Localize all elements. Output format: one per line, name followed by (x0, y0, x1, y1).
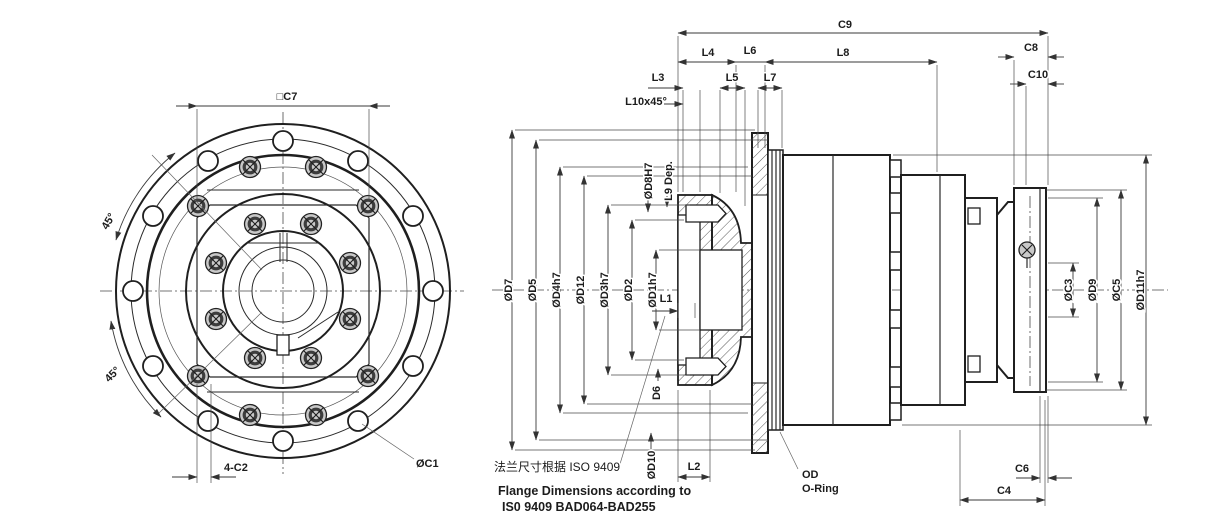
hub-bore (222, 230, 344, 356)
angle-label-top: 45° (100, 211, 119, 231)
dim-label-c8: C8 (1024, 42, 1038, 54)
input-adapter (964, 187, 1047, 393)
output-hub (677, 193, 753, 387)
dim-label-oc1: ØC1 (416, 458, 439, 470)
dim-label-d8h7: ØD8H7 (643, 163, 655, 200)
mounting-plate (751, 132, 769, 454)
spacer-rings (767, 149, 784, 431)
dim-label-l2: L2 (688, 461, 701, 473)
callout-od: OD (802, 469, 819, 481)
dim-label-c3: ØC3 (1063, 279, 1075, 302)
dim-label-d10: ØD10 (646, 451, 658, 480)
note-flange-en-2: IS0 9409 BAD064-BAD255 (502, 500, 656, 514)
dim-label-c4: C4 (997, 485, 1012, 497)
dim-label-l10x45: L10x45° (625, 96, 667, 108)
gear-housing (782, 154, 966, 426)
dim-label-d5: ØD5 (527, 279, 539, 302)
dim-label-d2: ØD2 (623, 279, 635, 302)
section-view: C9 L4 L6 L8 C8 L3 L5 L7 C10 L10x45° ØD7 … (492, 18, 1168, 516)
dim-label-l9: L9 Dep. (663, 161, 675, 201)
angle-label-bottom: 45° (103, 365, 123, 385)
dim-label-d12: ØD12 (575, 276, 587, 305)
dim-label-d9: ØD9 (1087, 279, 1099, 302)
dim-label-c10: C10 (1028, 69, 1048, 81)
dim-label-c6: C6 (1015, 463, 1029, 475)
dim-label-l8: L8 (837, 47, 850, 59)
dim-label-d7: ØD7 (503, 279, 515, 302)
callout-oring: O-Ring (802, 483, 839, 495)
dim-label-l7: L7 (764, 72, 777, 84)
dim-label-d1h7: ØD1h7 (647, 272, 659, 307)
dim-label-square-c7: □C7 (277, 91, 298, 103)
dim-label-l4: L4 (702, 47, 716, 59)
dim-label-l1: L1 (660, 293, 673, 305)
dim-label-c9: C9 (838, 19, 852, 31)
front-view: 45° 45° □C7 4-C2 ØC1 (98, 90, 464, 483)
dim-label-l3: L3 (652, 72, 665, 84)
dim-label-4c2: 4-C2 (224, 462, 248, 474)
dim-label-d11h7: ØD11h7 (1135, 270, 1147, 311)
dim-label-d6: D6 (651, 386, 663, 400)
dim-label-l6: L6 (744, 45, 757, 57)
note-flange-cn: 法兰尺寸根据 ISO 9409 (494, 460, 620, 474)
dim-label-l5: L5 (726, 72, 739, 84)
note-flange-en-1: Flange Dimensions according to (498, 484, 691, 498)
dim-label-d4h7: ØD4h7 (551, 272, 563, 307)
dim-label-c5: ØC5 (1111, 279, 1123, 302)
dim-label-d3h7: ØD3h7 (599, 272, 611, 307)
